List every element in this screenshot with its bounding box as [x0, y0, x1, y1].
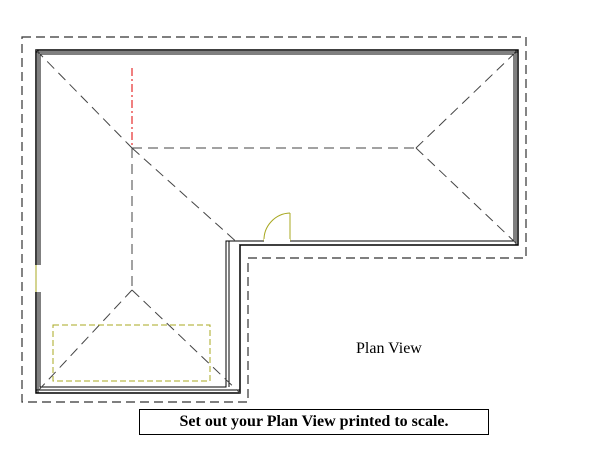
- wall-inner-line: [39, 53, 515, 388]
- wall-outer-line: [35, 49, 519, 394]
- window-left-wall: [34, 265, 42, 292]
- hip-roof-lines: [35, 49, 519, 394]
- door-swing: [263, 212, 291, 242]
- bench-outline: [52, 324, 211, 382]
- roof-eave-outline: [21, 36, 527, 403]
- instruction-caption: Set out your Plan View printed to scale.: [139, 409, 489, 435]
- door-opening: [264, 239, 290, 243]
- wall-thickness: [36, 50, 518, 393]
- plan-view-label: Plan View: [356, 340, 422, 357]
